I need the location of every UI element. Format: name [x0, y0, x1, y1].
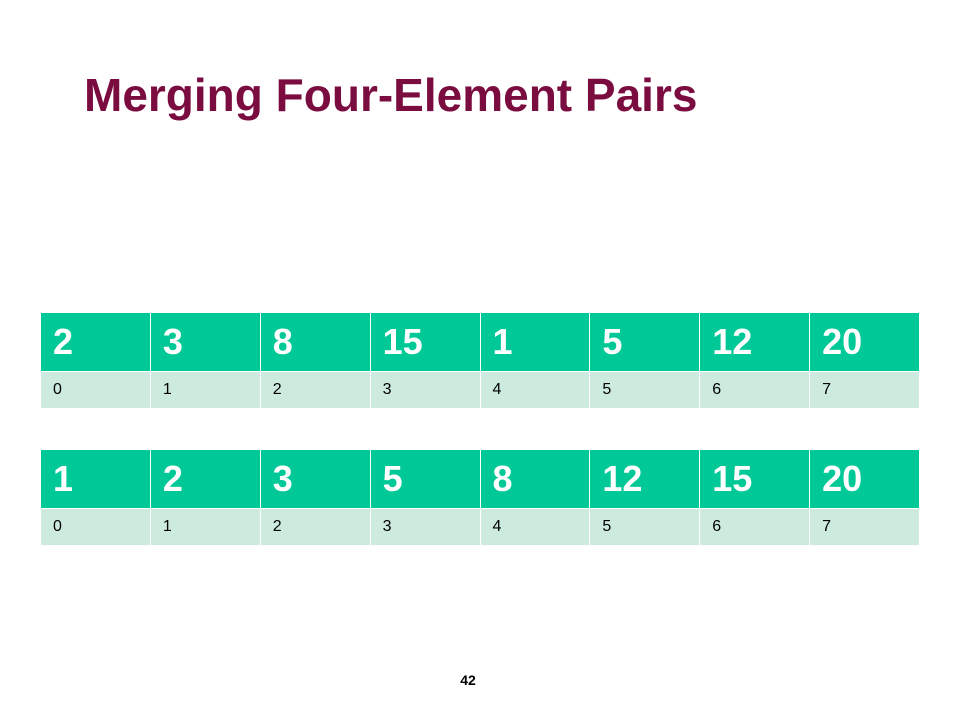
- value-cell: 1: [479, 312, 591, 372]
- index-cell: 2: [259, 371, 371, 409]
- index-cell: 4: [479, 371, 591, 409]
- value-cell: 8: [259, 312, 371, 372]
- index-row: 0 1 2 3 4 5 6 7: [40, 508, 920, 546]
- value-cell: 20: [809, 449, 920, 509]
- index-cell: 6: [699, 371, 811, 409]
- value-cell: 2: [40, 312, 151, 372]
- value-cell: 15: [699, 449, 811, 509]
- value-cell: 2: [149, 449, 261, 509]
- index-cell: 7: [809, 508, 920, 546]
- value-row: 1 2 3 5 8 12 15 20: [40, 449, 920, 509]
- value-cell: 3: [149, 312, 261, 372]
- value-cell: 12: [699, 312, 811, 372]
- index-cell: 0: [40, 371, 151, 409]
- unmerged-array-table: 2 3 8 15 1 5 12 20 0 1 2 3 4 5 6 7: [40, 312, 920, 409]
- value-cell: 5: [369, 449, 481, 509]
- page-number: 42: [460, 672, 476, 688]
- value-cell: 3: [259, 449, 371, 509]
- index-cell: 6: [699, 508, 811, 546]
- slide-title: Merging Four-Element Pairs: [84, 69, 698, 121]
- index-cell: 7: [809, 371, 920, 409]
- index-cell: 0: [40, 508, 151, 546]
- value-cell: 5: [589, 312, 701, 372]
- index-cell: 1: [149, 371, 261, 409]
- merged-array-table: 1 2 3 5 8 12 15 20 0 1 2 3 4 5 6 7: [40, 449, 920, 546]
- index-cell: 5: [589, 508, 701, 546]
- index-cell: 1: [149, 508, 261, 546]
- value-row: 2 3 8 15 1 5 12 20: [40, 312, 920, 372]
- index-cell: 5: [589, 371, 701, 409]
- index-cell: 4: [479, 508, 591, 546]
- index-cell: 3: [369, 371, 481, 409]
- index-row: 0 1 2 3 4 5 6 7: [40, 371, 920, 409]
- index-cell: 3: [369, 508, 481, 546]
- value-cell: 1: [40, 449, 151, 509]
- value-cell: 15: [369, 312, 481, 372]
- index-cell: 2: [259, 508, 371, 546]
- value-cell: 12: [589, 449, 701, 509]
- value-cell: 8: [479, 449, 591, 509]
- value-cell: 20: [809, 312, 920, 372]
